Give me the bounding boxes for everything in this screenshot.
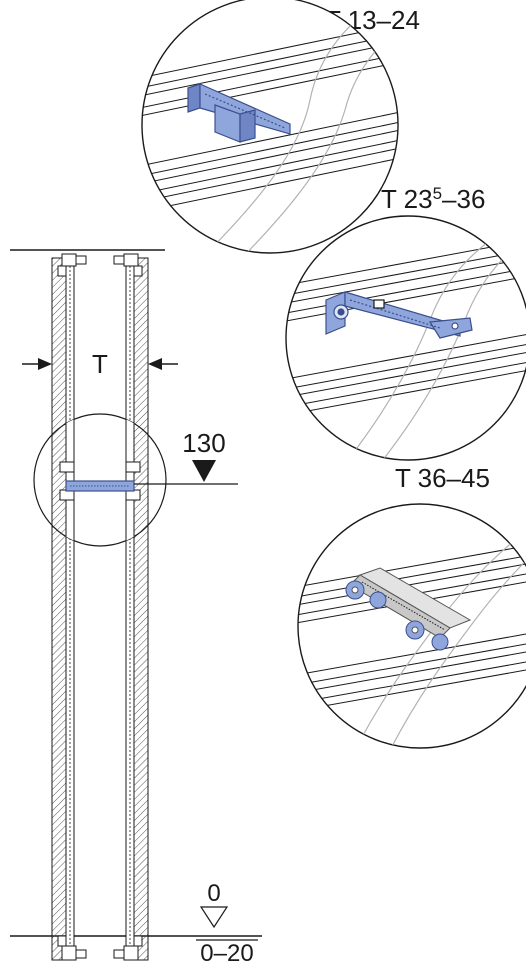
- detail-t36-45: T 36–45: [297, 463, 526, 749]
- spacer-part-2: [325, 291, 473, 339]
- bottom-profile: [57, 935, 143, 961]
- arrow-right-icon: [38, 358, 52, 370]
- spacer-part-3: [345, 567, 472, 651]
- detail-2-label: T 235–36: [381, 184, 485, 214]
- bottom-level-label: 0: [207, 880, 220, 907]
- detail-t23-36: T 235–36: [285, 184, 526, 461]
- section-detail-circle: [33, 413, 167, 547]
- thickness-label: T: [92, 349, 108, 379]
- bottom-level-marker: 0 0–20: [196, 880, 258, 965]
- thickness-dimension: T: [22, 349, 178, 379]
- left-glass-panel: [51, 257, 75, 961]
- top-profile: [57, 253, 143, 277]
- detail-3-label: T 36–45: [395, 463, 490, 493]
- height-marker-label: 130: [182, 428, 225, 458]
- right-glass-panel: [125, 257, 149, 961]
- detail-t13-24: T 13–24: [141, 0, 420, 254]
- height-marker: 130: [134, 428, 238, 485]
- door-section-view: T 130: [10, 249, 262, 965]
- spacer-part-1: [187, 83, 291, 143]
- level-marker-filled-icon: [192, 460, 216, 482]
- bottom-range-label: 0–20: [200, 940, 253, 965]
- arrow-left-icon: [148, 358, 162, 370]
- level-marker-open-icon: [199, 906, 229, 929]
